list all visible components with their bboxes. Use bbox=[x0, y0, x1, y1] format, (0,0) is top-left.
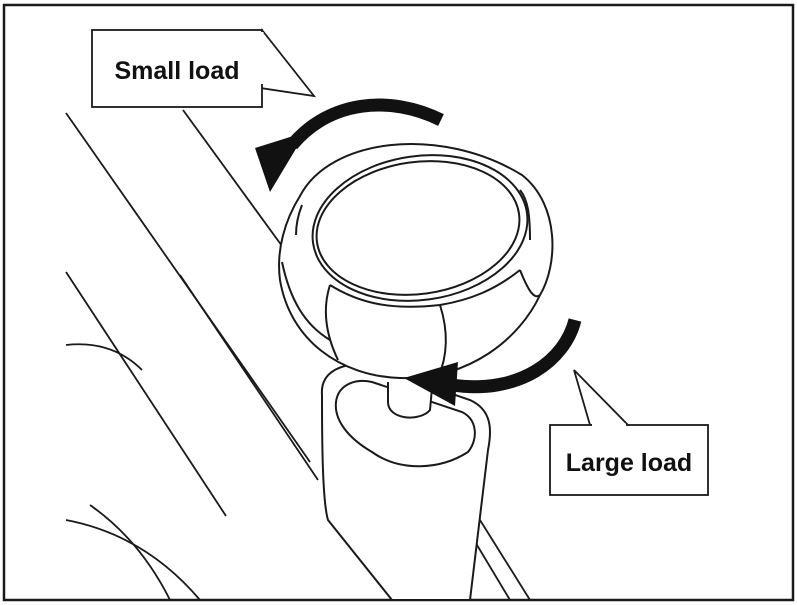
adjustment-knob bbox=[278, 143, 554, 380]
arrow-cw-large-load bbox=[451, 318, 582, 394]
callout-large-load-label: Large load bbox=[566, 449, 692, 477]
rotation-arrows bbox=[255, 98, 582, 406]
callout-small-load-label: Small load bbox=[114, 57, 239, 85]
callout-small-load: Small load bbox=[91, 28, 317, 108]
arrow-ccw-small-load bbox=[287, 98, 444, 150]
arrow-head-small-load bbox=[255, 132, 306, 192]
arrow-head-large-load bbox=[404, 362, 458, 406]
frame-tubes bbox=[65, 109, 531, 601]
callout-large-load: Large load bbox=[549, 369, 709, 496]
knob-housing bbox=[320, 363, 491, 601]
